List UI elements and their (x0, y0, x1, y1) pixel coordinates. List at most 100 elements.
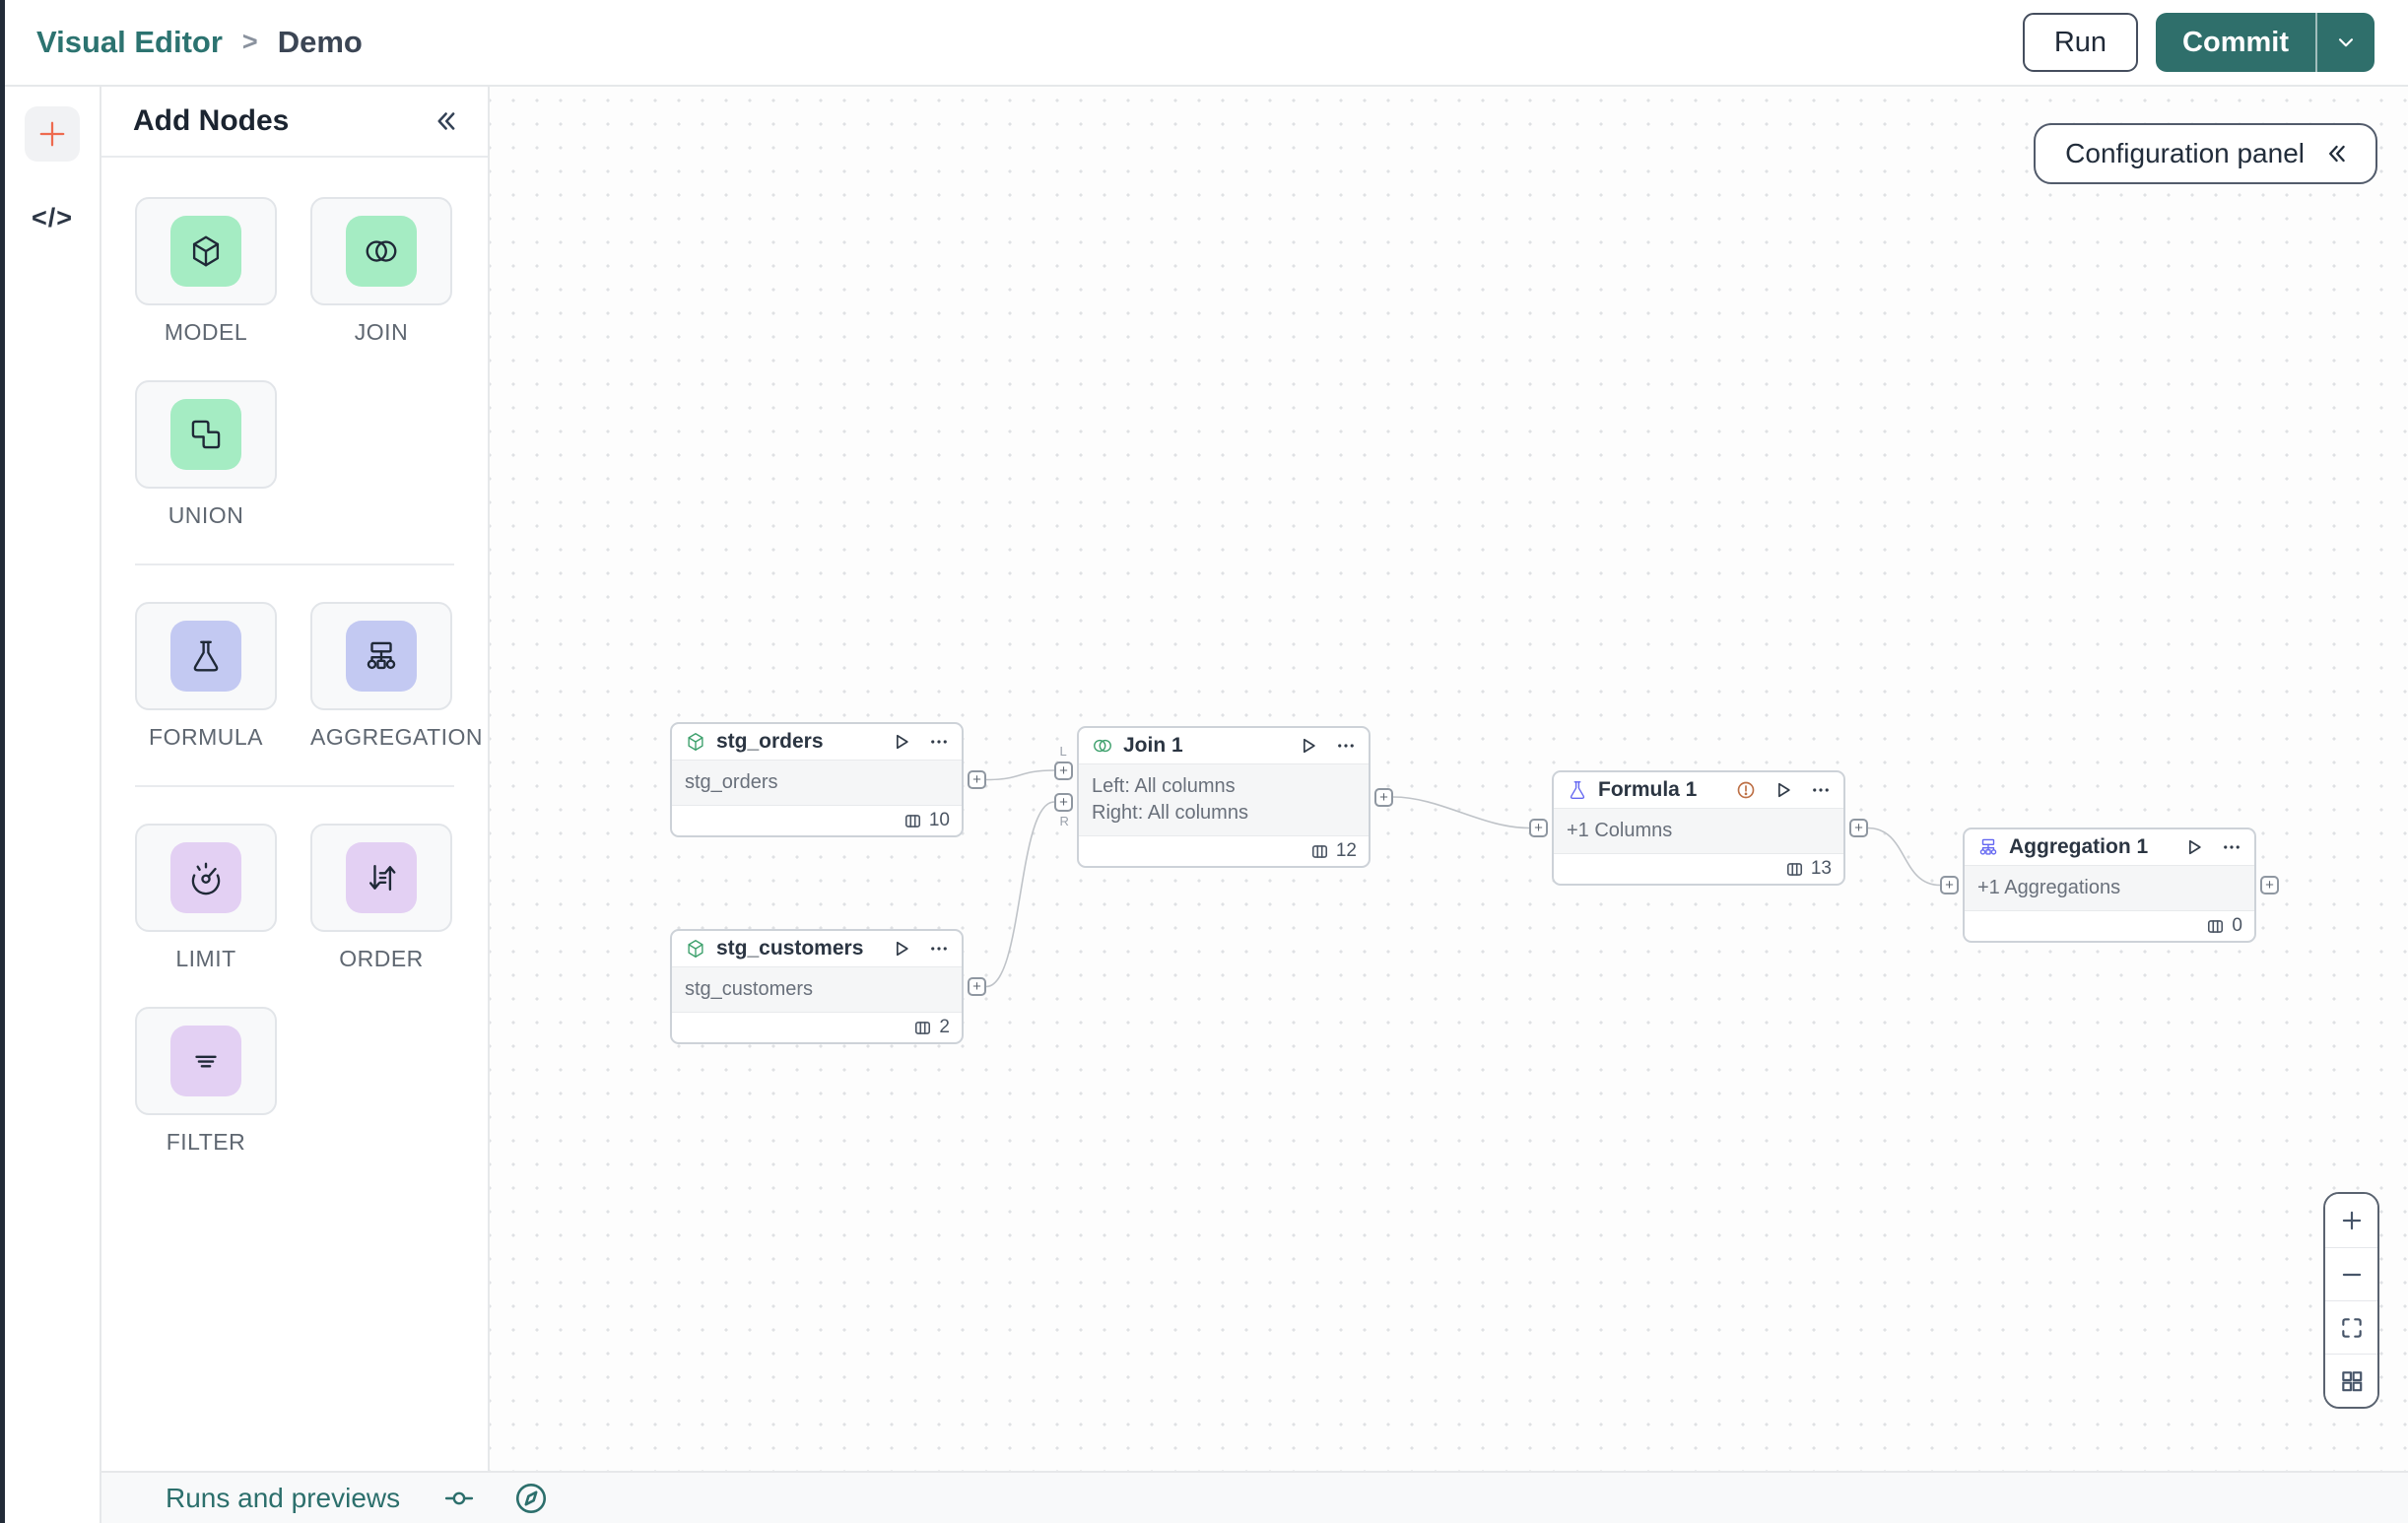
run-node-button[interactable] (2184, 837, 2204, 857)
palette-item-label: ORDER (339, 946, 424, 971)
input-port-join_1-left[interactable]: + (1054, 761, 1073, 780)
run-node-button[interactable] (892, 939, 911, 959)
run-node-button[interactable] (1299, 736, 1318, 756)
palette-item-aggregation[interactable]: AGGREGATION (310, 602, 486, 751)
palette-section: LIMIT ORDER FILTER (135, 824, 454, 1156)
union-icon (187, 416, 225, 453)
chevrons-left-icon (2322, 140, 2350, 167)
commit-button[interactable]: Commit (2182, 26, 2289, 58)
limit-icon (187, 859, 225, 896)
configuration-panel-toggle[interactable]: Configuration panel (2034, 123, 2377, 184)
palette-item-join[interactable]: JOIN (310, 197, 486, 346)
zoom-in-icon (2339, 1208, 2365, 1233)
play-icon (892, 939, 911, 959)
zoom-in-button[interactable] (2325, 1194, 2377, 1247)
collapse-panel-button[interactable] (431, 106, 460, 136)
output-port-aggregation_1[interactable]: + (2260, 876, 2279, 894)
node-header: stg_orders (672, 724, 962, 762)
chevrons-left-icon (431, 106, 460, 136)
play-icon (1773, 780, 1793, 800)
output-port-formula_1[interactable]: + (1849, 819, 1868, 837)
palette-icon-tile (170, 621, 241, 692)
edge-join_1-to-formula_1 (1392, 796, 1530, 829)
fit-view-button[interactable] (2325, 1300, 2377, 1354)
zoom-controls (2323, 1192, 2379, 1409)
cube-icon (187, 232, 225, 270)
breadcrumb-separator: > (241, 26, 258, 56)
node-body: stg_orders (672, 761, 962, 807)
columns-icon (2206, 917, 2225, 936)
column-count: 2 (939, 1017, 950, 1038)
palette-item-model[interactable]: MODEL (135, 197, 310, 346)
input-port-formula_1[interactable]: + (1529, 819, 1548, 837)
node-footer: 0 (1965, 911, 2254, 941)
chevrons-left-icon (2322, 140, 2350, 167)
breadcrumb-visual-editor[interactable]: Visual Editor (36, 25, 223, 59)
add-node-button[interactable] (25, 106, 80, 162)
node-menu-button[interactable] (1336, 736, 1356, 756)
topbar-actions: Run Commit (2022, 13, 2375, 72)
warning-icon (1736, 780, 1756, 800)
column-count: 0 (2232, 915, 2242, 937)
palette-card (135, 824, 277, 932)
compass-icon[interactable] (514, 1482, 548, 1515)
node-menu-button[interactable] (929, 732, 949, 752)
node-footer: 10 (672, 806, 962, 835)
commit-dropdown-button[interactable] (2317, 13, 2375, 72)
palette-item-filter[interactable]: FILTER (135, 1007, 310, 1156)
palette-item-order[interactable]: ORDER (310, 824, 486, 972)
palette-item-formula[interactable]: FORMULA (135, 602, 310, 751)
palette-item-label: JOIN (354, 319, 409, 345)
order-icon (363, 859, 400, 896)
warning-icon[interactable] (1736, 780, 1756, 800)
node-body-line: stg_customers (685, 978, 814, 1001)
flask-icon (187, 637, 225, 675)
palette-item-limit[interactable]: LIMIT (135, 824, 310, 972)
node-menu-button[interactable] (1811, 780, 1831, 800)
play-icon (1299, 736, 1318, 756)
input-port-aggregation_1[interactable]: + (1940, 876, 1959, 894)
palette-card (135, 197, 277, 305)
node-title: stg_orders (716, 730, 824, 754)
pipeline-canvas[interactable]: Configuration panel stg_orders stg_orders… (490, 87, 2408, 1471)
compass-icon (514, 1482, 548, 1515)
palette-item-label: LIMIT (175, 946, 236, 971)
breadcrumb: Visual Editor > Demo (36, 25, 363, 60)
edge-stg_orders-to-join_1 (985, 769, 1055, 781)
node-title: Formula 1 (1598, 778, 1698, 802)
zoom-out-button[interactable] (2325, 1247, 2377, 1300)
filter-icon (187, 1042, 225, 1080)
grid-view-button[interactable] (2325, 1354, 2377, 1407)
output-port-stg_orders[interactable]: + (968, 770, 986, 789)
palette-card (135, 602, 277, 710)
output-port-stg_customers[interactable]: + (968, 977, 986, 996)
node-menu-button[interactable] (929, 939, 949, 959)
code-view-button[interactable]: </> (32, 203, 73, 233)
plus-icon (34, 116, 70, 152)
node-header: Aggregation 1 (1965, 829, 2254, 867)
left-toolbar: </> (5, 87, 101, 1523)
columns-icon (903, 812, 922, 830)
palette-item-union[interactable]: UNION (135, 380, 310, 529)
chevrons-left-icon (431, 106, 460, 136)
configuration-panel-label: Configuration panel (2065, 138, 2305, 168)
palette-card (310, 602, 452, 710)
port-label-right: R (1059, 814, 1069, 828)
run-node-button[interactable] (892, 732, 911, 752)
node-menu-button[interactable] (2222, 837, 2241, 857)
input-port-join_1-right[interactable]: + (1054, 792, 1073, 812)
commit-node-icon[interactable] (443, 1483, 475, 1514)
run-node-button[interactable] (1773, 780, 1793, 800)
run-button[interactable]: Run (2022, 13, 2139, 72)
palette-section: MODEL JOIN UNION (135, 197, 454, 529)
commit-button-group: Commit (2156, 13, 2375, 72)
runs-and-previews-bar[interactable]: Runs and previews (101, 1471, 2408, 1523)
ellipsis-icon (1811, 780, 1831, 800)
output-port-join_1[interactable]: + (1374, 787, 1393, 807)
